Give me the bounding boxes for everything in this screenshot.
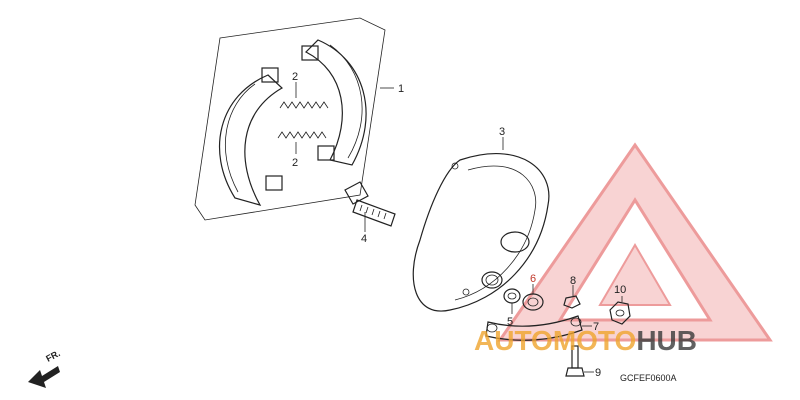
callout-1: 1 bbox=[398, 83, 404, 95]
watermark-text: AUTOMOTOHUB bbox=[474, 325, 697, 356]
bolt bbox=[565, 345, 585, 377]
callout-9: 9 bbox=[595, 367, 601, 379]
brake-shoe-left bbox=[219, 67, 284, 206]
diagram-code: GCFEF0600A bbox=[620, 373, 677, 383]
leader-lines bbox=[295, 82, 623, 373]
small-nut bbox=[563, 295, 581, 309]
callout-3: 3 bbox=[499, 126, 505, 138]
callout-5: 5 bbox=[507, 316, 513, 328]
callout-7: 7 bbox=[593, 321, 599, 333]
callout-6: 6 bbox=[530, 273, 536, 285]
lock-nut bbox=[609, 301, 631, 325]
callout-8: 8 bbox=[570, 275, 576, 287]
spring-lower bbox=[277, 131, 327, 139]
spring-upper bbox=[279, 101, 329, 109]
callout-2-lower: 2 bbox=[292, 157, 298, 169]
watermark-logo-icon bbox=[497, 142, 773, 342]
watermark-text-part1: AUTOMOTO bbox=[474, 325, 636, 356]
brake-panel bbox=[412, 152, 550, 312]
front-direction-label: FR. bbox=[44, 348, 61, 364]
brake-cam bbox=[344, 181, 396, 227]
brake-arm bbox=[485, 315, 583, 341]
front-arrow-icon bbox=[28, 366, 60, 388]
callout-4: 4 bbox=[361, 233, 367, 245]
dust-seal bbox=[503, 288, 521, 304]
brake-shoe-right bbox=[301, 39, 367, 166]
watermark-text-part2: HUB bbox=[636, 325, 697, 356]
callout-10: 10 bbox=[614, 284, 626, 296]
callout-2-upper: 2 bbox=[292, 71, 298, 83]
brake-shoe-box bbox=[194, 17, 386, 221]
